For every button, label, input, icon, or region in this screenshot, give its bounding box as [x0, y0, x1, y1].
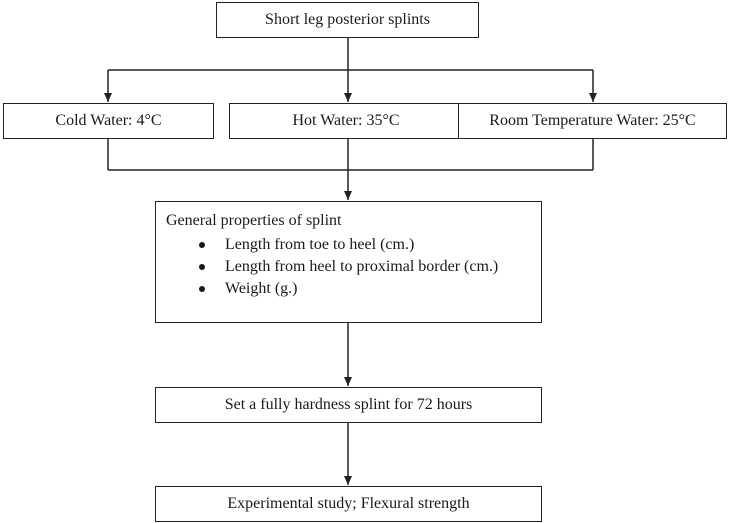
bullet-icon	[199, 286, 205, 292]
general-properties-box: General properties of splint Length from…	[155, 201, 542, 323]
room-temperature-water-box: Room Temperature Water: 25°C	[458, 103, 727, 139]
experimental-study-box: Experimental study; Flexural strength	[155, 486, 542, 522]
hot-water-box: Hot Water: 35°C	[229, 103, 463, 139]
property-length-heel-proximal: Length from heel to proximal border (cm.…	[225, 258, 499, 275]
list-item: Weight (g.)	[166, 278, 531, 300]
set-splint-label: Set a fully hardness splint for 72 hours	[224, 396, 473, 413]
bullet-icon	[199, 242, 205, 248]
general-properties-title: General properties of splint	[166, 212, 342, 229]
bullet-icon	[199, 264, 205, 270]
list-item: Length from heel to proximal border (cm.…	[166, 256, 531, 278]
splints-box: Short leg posterior splints	[216, 2, 479, 38]
cold-water-box: Cold Water: 4°C	[3, 103, 214, 139]
list-item: Length from toe to heel (cm.)	[166, 234, 531, 256]
room-temperature-water-label: Room Temperature Water: 25°C	[489, 112, 696, 129]
properties-list: Length from toe to heel (cm.) Length fro…	[166, 234, 531, 300]
splints-label: Short leg posterior splints	[265, 11, 430, 28]
cold-water-label: Cold Water: 4°C	[55, 112, 162, 129]
experimental-study-label: Experimental study; Flexural strength	[227, 495, 470, 512]
set-splint-box: Set a fully hardness splint for 72 hours	[155, 387, 542, 423]
property-length-toe-heel: Length from toe to heel (cm.)	[225, 236, 415, 253]
property-weight: Weight (g.)	[225, 280, 298, 297]
hot-water-label: Hot Water: 35°C	[292, 112, 400, 129]
